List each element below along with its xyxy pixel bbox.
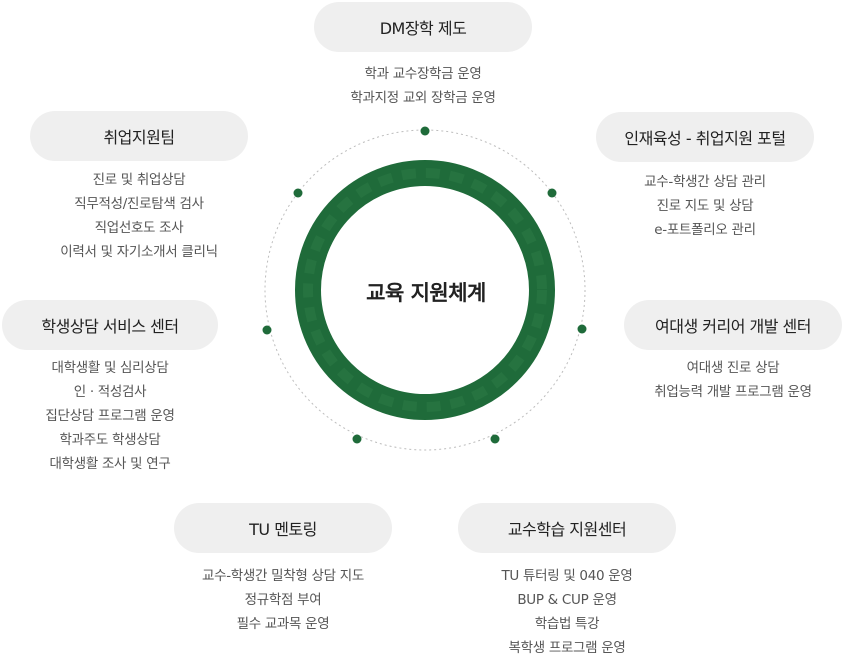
list-item: 진로 지도 및 상담 bbox=[656, 198, 754, 214]
outer-dashed-circle bbox=[264, 129, 586, 451]
node-dot-counseling-center bbox=[262, 325, 272, 335]
node-items-talent-portal: 교수-학생간 상담 관리 진로 지도 및 상담 e-포트폴리오 관리 bbox=[596, 170, 814, 242]
list-item: 여대생 진로 상담 bbox=[686, 360, 780, 376]
node-title-talent-portal: 인재육성 - 취업지원 포털 bbox=[596, 112, 814, 162]
list-item: 취업능력 개발 프로그램 운영 bbox=[654, 384, 812, 400]
list-item: 집단상담 프로그램 운영 bbox=[45, 408, 175, 424]
list-item: TU 튜터링 및 040 운영 bbox=[501, 568, 633, 584]
green-ring-highlight bbox=[303, 168, 547, 412]
center-disc bbox=[322, 187, 528, 393]
node-items-teaching-center: TU 튜터링 및 040 운영 BUP & CUP 운영 학습법 특강 복학생 … bbox=[458, 564, 676, 660]
node-title-female-career: 여대생 커리어 개발 센터 bbox=[624, 300, 842, 350]
list-item: 학습법 특강 bbox=[534, 616, 600, 632]
list-item: 복학생 프로그램 운영 bbox=[508, 640, 626, 656]
node-items-female-career: 여대생 진로 상담 취업능력 개발 프로그램 운영 bbox=[624, 356, 842, 404]
node-title-counseling-center: 학생상담 서비스 센터 bbox=[2, 300, 218, 350]
list-item: BUP & CUP 운영 bbox=[517, 592, 617, 608]
list-item: 대학생활 조사 및 연구 bbox=[49, 456, 171, 472]
node-dot-talent-portal bbox=[547, 188, 557, 198]
list-item: 교수-학생간 상담 관리 bbox=[644, 174, 766, 190]
list-item: 인 · 적성검사 bbox=[73, 384, 147, 400]
node-title-teaching-center: 교수학습 지원센터 bbox=[458, 503, 676, 553]
list-item: 직업선호도 조사 bbox=[94, 220, 184, 236]
list-item: 필수 교과목 운영 bbox=[236, 616, 330, 632]
node-dot-female-career bbox=[577, 324, 587, 334]
list-item: 학과주도 학생상담 bbox=[59, 432, 161, 448]
list-item: 학과지정 교외 장학금 운영 bbox=[350, 90, 496, 106]
node-title-tu-mentoring: TU 멘토링 bbox=[174, 503, 392, 553]
list-item: e-포트폴리오 관리 bbox=[654, 222, 756, 238]
node-dot-dm-scholarship bbox=[420, 126, 430, 136]
node-title-employment-team: 취업지원팀 bbox=[30, 111, 248, 161]
node-dot-employment-team bbox=[293, 188, 303, 198]
center-title: 교육 지원체계 bbox=[366, 281, 486, 305]
node-title-dm-scholarship: DM장학 제도 bbox=[314, 2, 532, 52]
node-items-tu-mentoring: 교수-학생간 밀착형 상담 지도 정규학점 부여 필수 교과목 운영 bbox=[163, 564, 403, 636]
node-dot-tu-mentoring bbox=[352, 434, 362, 444]
node-items-counseling-center: 대학생활 및 심리상담 인 · 적성검사 집단상담 프로그램 운영 학과주도 학… bbox=[2, 356, 218, 476]
list-item: 교수-학생간 밀착형 상담 지도 bbox=[202, 568, 364, 584]
list-item: 진로 및 취업상담 bbox=[92, 172, 186, 188]
node-items-employment-team: 진로 및 취업상담 직무적성/진로탐색 검사 직업선호도 조사 이력서 및 자기… bbox=[20, 168, 258, 264]
list-item: 정규학점 부여 bbox=[244, 592, 322, 608]
list-item: 직무적성/진로탐색 검사 bbox=[74, 196, 204, 212]
list-item: 대학생활 및 심리상담 bbox=[51, 360, 169, 376]
node-dot-teaching-center bbox=[490, 434, 500, 444]
node-items-dm-scholarship: 학과 교수장학금 운영 학과지정 교외 장학금 운영 bbox=[314, 62, 532, 110]
list-item: 학과 교수장학금 운영 bbox=[364, 66, 482, 82]
list-item: 이력서 및 자기소개서 클리닉 bbox=[60, 244, 218, 260]
